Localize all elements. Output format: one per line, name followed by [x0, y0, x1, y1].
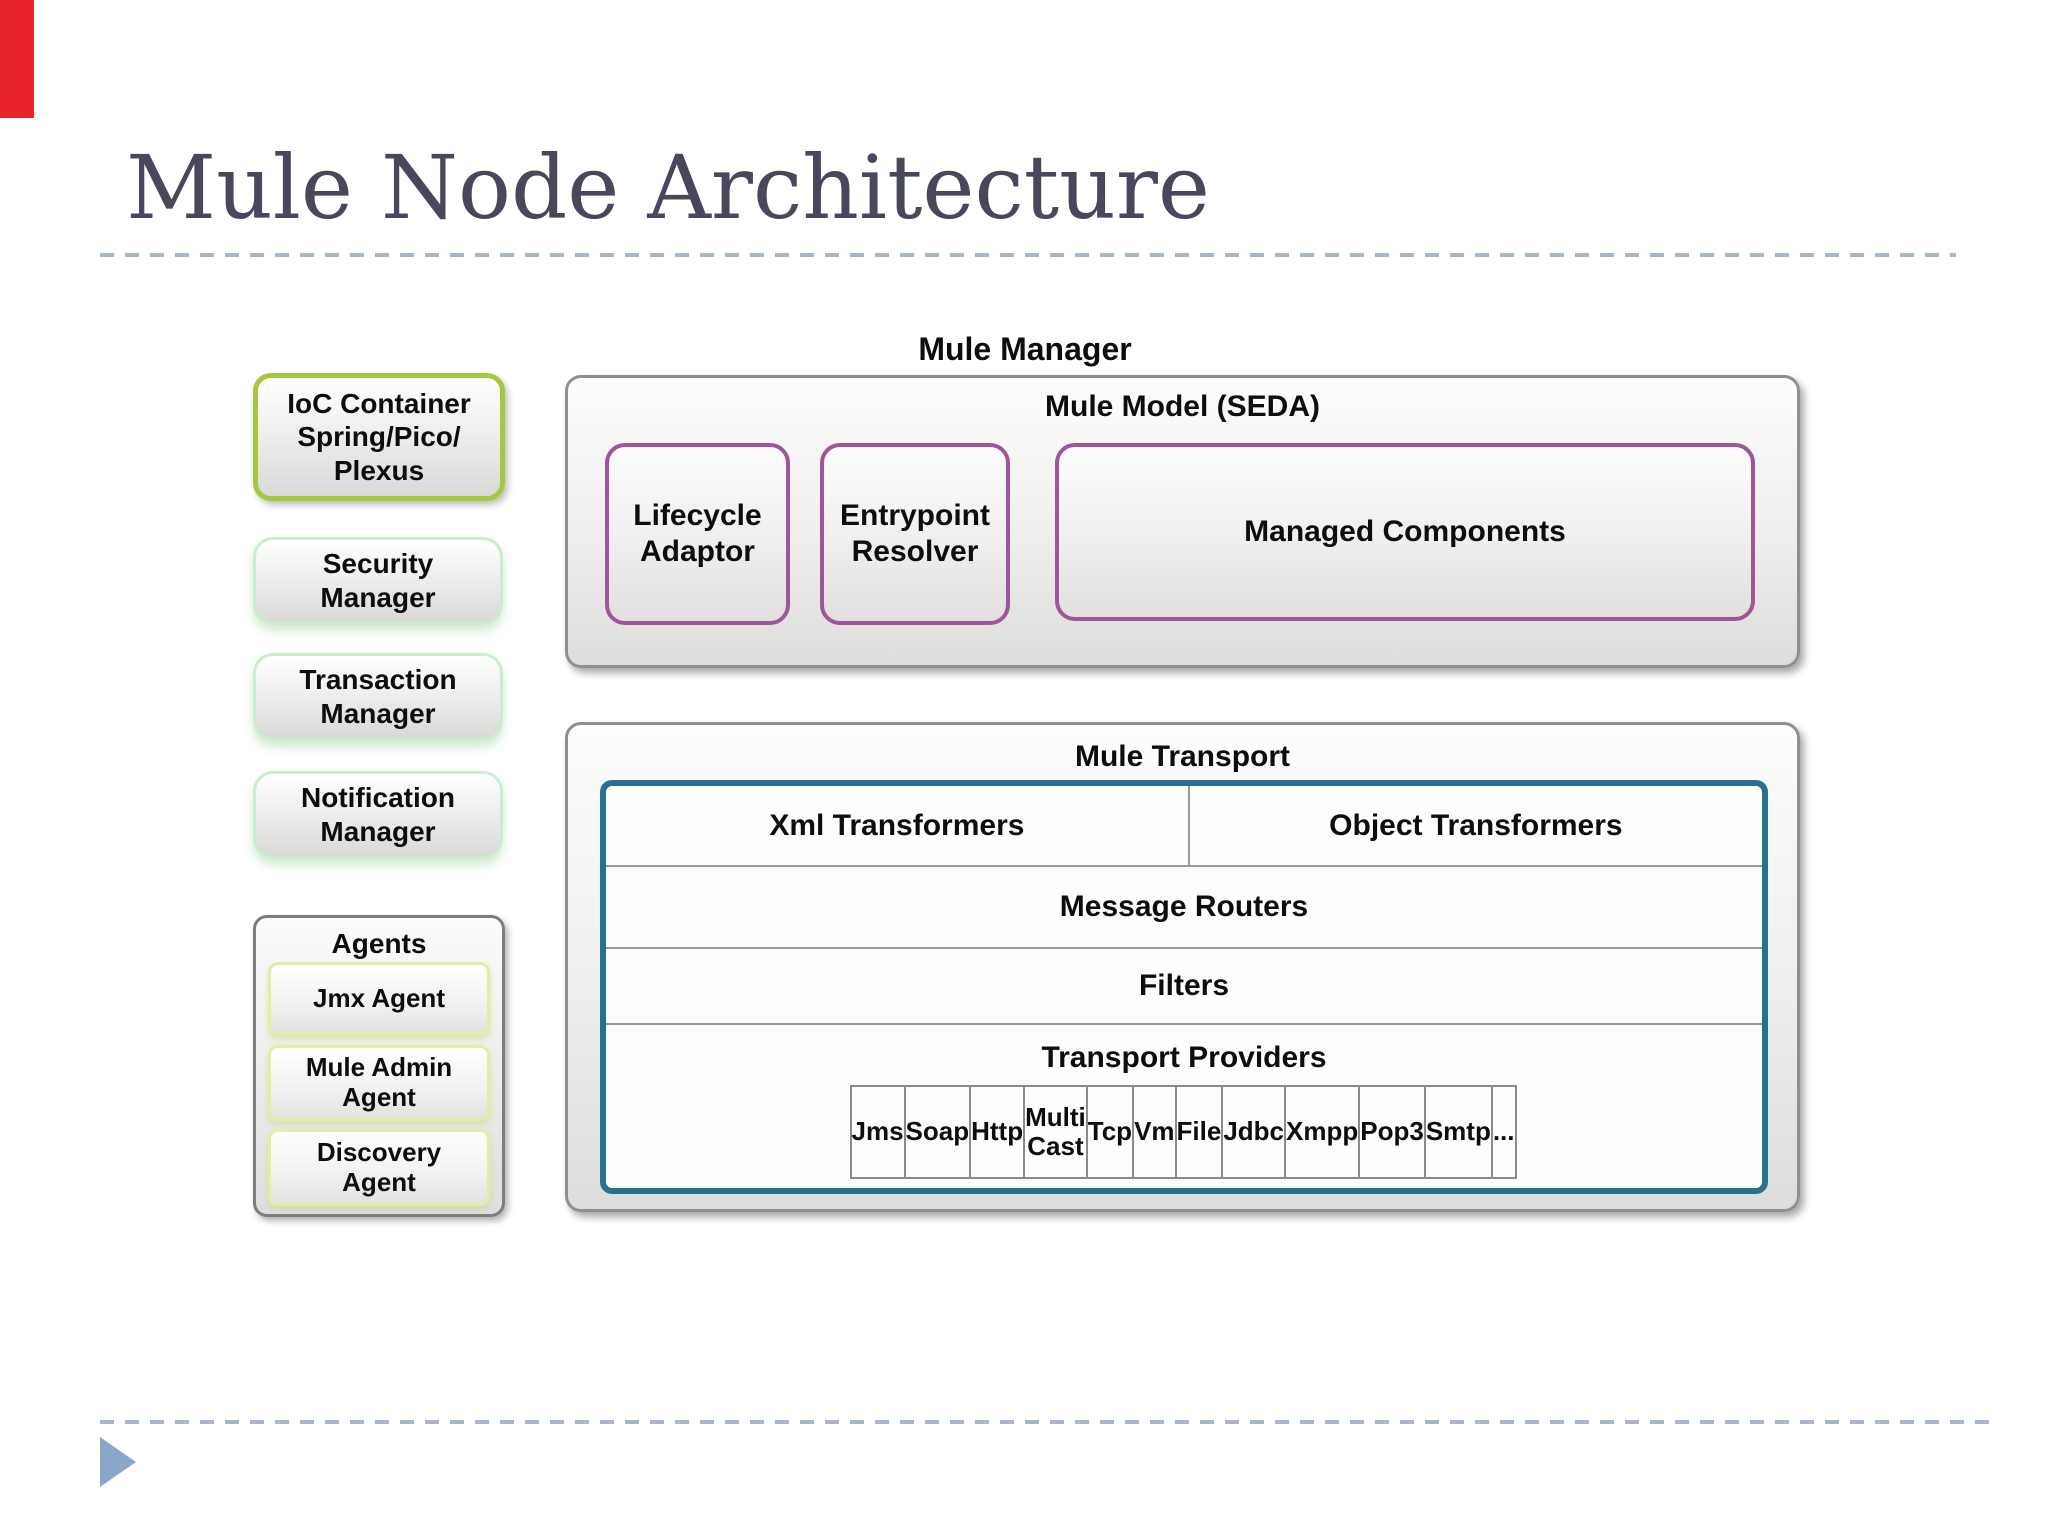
provider-cell-file: File [1177, 1086, 1224, 1177]
transport-grid: Xml Transformers Object Transformers Mes… [600, 780, 1768, 1194]
agents-title: Agents [331, 928, 427, 959]
agent-item-discovery: Discovery Agent [268, 1129, 490, 1206]
page-title: Mule Node Architecture [126, 136, 1210, 239]
box-security-manager: Security Manager [253, 537, 503, 625]
footer-divider [100, 1420, 1992, 1424]
box-notification-manager: Notification Manager [253, 771, 503, 859]
row-transformers: Xml Transformers Object Transformers [606, 786, 1762, 865]
provider-cell-pop3: Pop3 [1360, 1086, 1426, 1177]
provider-cell-jdbc: Jdbc [1223, 1086, 1287, 1177]
box-managed-components: Managed Components [1055, 443, 1755, 621]
provider-cell-vm: Vm [1134, 1086, 1177, 1177]
mule-manager-title: Mule Manager [918, 331, 1132, 367]
agents-group: Agents Jmx Agent Mule Admin Agent Discov… [253, 915, 505, 1217]
play-triangle-icon [100, 1437, 136, 1487]
provider-cell-soap: Soap [906, 1086, 972, 1177]
provider-cell-multicast: Multi Cast [1025, 1086, 1088, 1177]
transport-providers-strip: Jms Soap Http Multi Cast Tcp Vm File Jdb… [849, 1084, 1517, 1179]
provider-cell-tcp: Tcp [1088, 1086, 1135, 1177]
agent-item-jmx: Jmx Agent [268, 962, 490, 1036]
box-lifecycle-adaptor: Lifecycle Adaptor [605, 443, 790, 625]
mule-model-title: Mule Model (SEDA) [1045, 390, 1320, 423]
mule-transport-title: Mule Transport [1074, 740, 1291, 773]
box-entrypoint-resolver: Entrypoint Resolver [820, 443, 1010, 625]
red-accent-bar [0, 0, 34, 118]
transport-providers-title: Transport Providers [1041, 1040, 1327, 1074]
provider-cell-http: Http [971, 1086, 1026, 1177]
cell-object-transformers: Object Transformers [1329, 808, 1623, 842]
cell-xml-transformers: Xml Transformers [606, 786, 1190, 865]
provider-cell-xmpp: Xmpp [1286, 1086, 1361, 1177]
row-message-routers: Message Routers [606, 865, 1762, 949]
provider-cell-jms: Jms [852, 1086, 906, 1177]
provider-cell-smtp: Smtp [1426, 1086, 1493, 1177]
box-transaction-manager: Transaction Manager [253, 653, 503, 741]
title-divider [100, 253, 1956, 257]
provider-cell-more: ... [1492, 1116, 1515, 1147]
agent-item-mule-admin: Mule Admin Agent [268, 1045, 490, 1121]
box-ioc-container: IoC Container Spring/Pico/ Plexus [253, 373, 505, 501]
row-filters: Filters [606, 949, 1762, 1025]
row-transport-providers: Transport Providers Jms Soap Http Multi … [606, 1025, 1762, 1188]
